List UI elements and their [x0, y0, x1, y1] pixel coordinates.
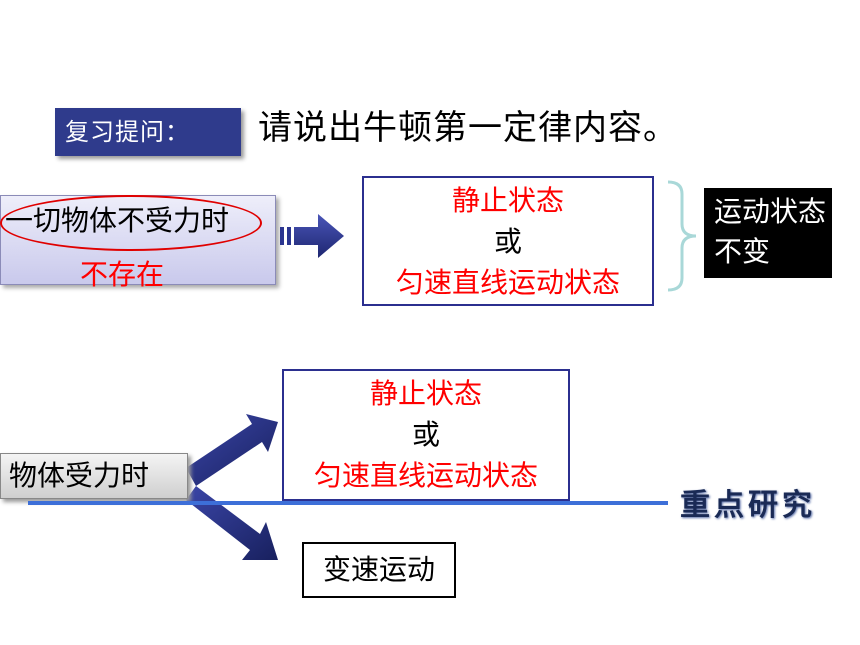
bottom-state-static: 静止状态 — [369, 377, 482, 410]
top-state-static: 静止状态 — [451, 184, 564, 217]
top-state-or: 或 — [493, 225, 522, 258]
divider-line — [28, 501, 668, 505]
key-study-label: 重点研究 — [680, 488, 816, 523]
force-condition-box: 物体受力时 — [0, 453, 188, 499]
curly-brace-icon — [667, 180, 697, 292]
top-state-box: 静止状态 或 匀速直线运动状态 — [362, 176, 654, 306]
review-badge: 复习提问： — [55, 108, 241, 156]
branch-arrows-icon — [186, 414, 278, 560]
bottom-state-box: 静止状态 或 匀速直线运动状态 — [282, 369, 570, 501]
bottom-state-or: 或 — [411, 418, 440, 451]
not-exist-note: 不存在 — [80, 258, 165, 291]
top-state-uniform: 匀速直线运动状态 — [395, 266, 620, 299]
question-title: 请说出牛顿第一定律内容。 — [258, 108, 678, 148]
bottom-state-uniform: 匀速直线运动状态 — [313, 459, 538, 492]
variable-motion-box: 变速运动 — [302, 542, 456, 598]
state-unchanged-label: 运动状态不变 — [704, 188, 832, 278]
right-arrow-icon — [280, 214, 344, 258]
highlight-ellipse — [0, 195, 262, 251]
